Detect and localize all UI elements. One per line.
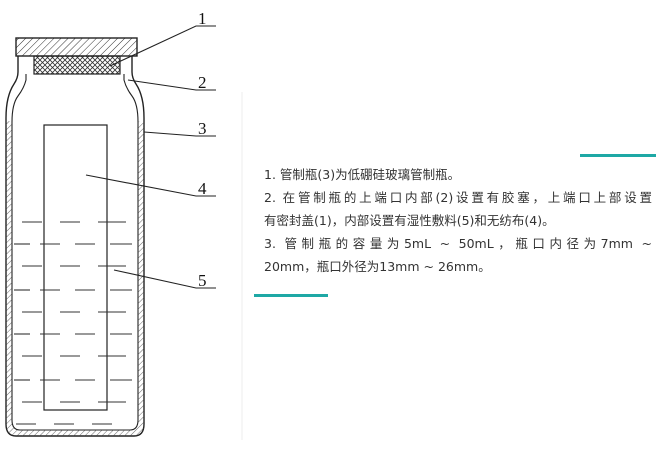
callout-5: 5 <box>198 271 207 290</box>
note-2b: 有密封盖(1)，内部设置有湿性敷料(5)和无纺布(4)。 <box>264 213 555 228</box>
rubber-stopper <box>33 55 121 75</box>
callout-1: 1 <box>198 9 207 28</box>
callout-4: 4 <box>198 179 207 198</box>
callout-3: 3 <box>198 119 207 138</box>
nonwoven-fabric <box>43 124 108 411</box>
accent-bar-top <box>580 154 656 157</box>
note-2a: 2. 在管制瓶的上端口内部(2)设置有胶塞，上端口上部设置 <box>264 190 652 205</box>
description-text: 1. 管制瓶(3)为低硼硅玻璃管制瓶。 2. 在管制瓶的上端口内部(2)设置有胶… <box>264 163 652 278</box>
accent-bar-bottom <box>254 294 328 297</box>
wet-dressing <box>14 221 132 425</box>
vial-wall-hatching <box>6 120 144 436</box>
note-3b: 20mm，瓶口外径为13mm ~ 26mm。 <box>264 259 491 274</box>
note-3a: 3. 管制瓶的容量为5mL ~ 50mL，瓶口内径为7mm ~ <box>264 236 652 251</box>
note-1: 1. 管制瓶(3)为低硼硅玻璃管制瓶。 <box>264 167 461 182</box>
vial-outer-wall <box>5 56 145 437</box>
sealing-cap <box>15 37 138 57</box>
vial-inner-wall <box>11 74 139 431</box>
leader-lines <box>85 25 216 289</box>
callout-2: 2 <box>198 73 207 92</box>
